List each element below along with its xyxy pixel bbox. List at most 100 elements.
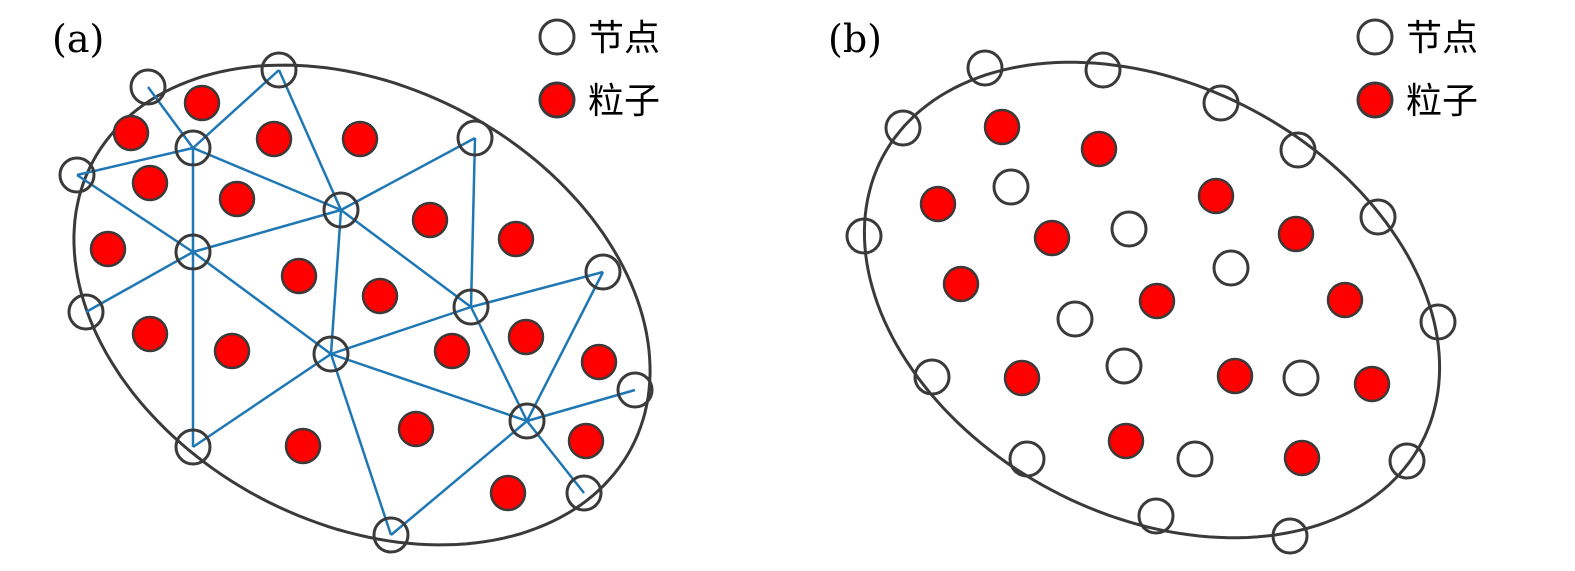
mesh-edge	[329, 209, 343, 355]
mesh-edge	[329, 353, 393, 536]
panel-label: (a)	[52, 17, 104, 61]
particle	[411, 201, 449, 239]
particle	[1080, 130, 1118, 168]
node	[992, 168, 1030, 206]
node	[322, 191, 360, 229]
mesh-edge	[330, 305, 472, 356]
domain-boundary	[72, 63, 652, 547]
particle	[255, 120, 293, 158]
particle	[397, 410, 435, 448]
node	[845, 217, 883, 255]
mesh-edge	[76, 173, 194, 254]
mesh-edge	[277, 69, 343, 211]
particle	[1197, 177, 1235, 215]
particle	[361, 277, 399, 315]
legend-particle-icon	[538, 81, 576, 119]
node	[1359, 198, 1397, 236]
particle	[1216, 357, 1254, 395]
node	[452, 288, 490, 326]
mesh-edge	[340, 136, 476, 212]
node	[966, 49, 1004, 87]
node	[1279, 131, 1317, 169]
particle	[1138, 282, 1176, 320]
particle	[489, 474, 527, 512]
particle	[131, 164, 169, 202]
legend-node-label: 节点	[588, 18, 660, 59]
mesh-edge	[192, 208, 342, 254]
mesh-edge	[192, 69, 280, 149]
node	[1419, 303, 1457, 341]
particle	[284, 427, 322, 465]
particle	[1283, 439, 1321, 477]
particle	[983, 108, 1021, 146]
mesh-edge	[146, 86, 195, 149]
mesh-edge	[525, 271, 605, 422]
mesh-edge	[85, 250, 194, 314]
node	[1212, 249, 1250, 287]
mesh-edge	[192, 352, 332, 449]
mesh-edge	[526, 388, 636, 423]
particle	[507, 318, 545, 356]
legend-particle-label: 粒子	[1406, 81, 1478, 122]
mesh-edge	[390, 420, 528, 536]
mesh-edge	[469, 137, 477, 308]
node	[260, 51, 298, 89]
legend-node-label: 节点	[1406, 18, 1478, 59]
legend-particle-label: 粒子	[588, 81, 660, 122]
node	[1105, 347, 1143, 385]
node	[58, 156, 96, 194]
panel-label: (b)	[828, 17, 882, 61]
particle	[1033, 219, 1071, 257]
node	[67, 293, 105, 331]
mesh-edge	[340, 208, 472, 309]
mesh-edge	[76, 146, 194, 177]
node	[565, 474, 603, 512]
node	[372, 516, 410, 554]
particle	[942, 265, 980, 303]
particle	[112, 114, 150, 152]
particle	[341, 120, 379, 158]
node	[616, 371, 654, 409]
particle	[1107, 422, 1145, 460]
particle	[919, 185, 957, 223]
node	[129, 68, 167, 106]
node	[1137, 497, 1175, 535]
node	[174, 428, 212, 466]
node	[884, 109, 922, 147]
node	[1056, 300, 1094, 338]
particle	[183, 84, 221, 122]
node	[1282, 359, 1320, 397]
panel-b-meshfree-method: (b) 节点 粒子	[828, 17, 1478, 555]
node	[174, 129, 212, 167]
node	[174, 233, 212, 271]
particle	[1003, 359, 1041, 397]
panel-a-mesh-method: (a) 节点 粒子	[52, 17, 660, 554]
particle	[1326, 281, 1364, 319]
particle	[280, 257, 318, 295]
particle	[497, 220, 535, 258]
mesh-edge	[526, 420, 585, 494]
node	[1110, 210, 1148, 248]
mesh-edge	[192, 146, 342, 212]
legend-node-icon	[538, 18, 576, 56]
node	[913, 358, 951, 396]
mesh-edge	[330, 352, 528, 423]
node	[1008, 440, 1046, 478]
particle	[131, 315, 169, 353]
domain-boundary	[862, 60, 1442, 540]
particle	[567, 422, 605, 460]
particle	[218, 180, 256, 218]
particle	[1353, 365, 1391, 403]
node	[584, 253, 622, 291]
particle	[1277, 215, 1315, 253]
particle	[580, 343, 618, 381]
legend-node-icon	[1356, 18, 1394, 56]
mesh-edge	[470, 270, 604, 309]
particle	[433, 332, 471, 370]
node	[312, 335, 350, 373]
particle	[89, 230, 127, 268]
mesh-edge	[469, 306, 529, 422]
node	[456, 119, 494, 157]
particle	[213, 332, 251, 370]
